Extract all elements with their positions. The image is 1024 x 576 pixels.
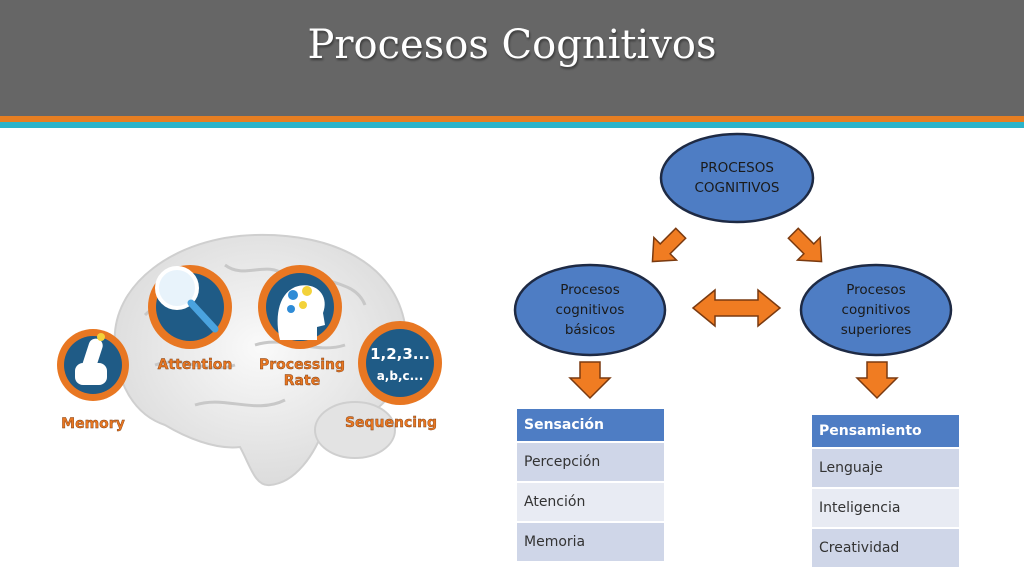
brain-svg: 1,2,3... a,b,c... Memory Attention Proce… <box>57 233 442 487</box>
arrow-top-left <box>651 227 687 263</box>
top-ellipse-label: PROCESOS COGNITIVOS <box>677 158 797 198</box>
table-row: Inteligencia <box>812 489 959 529</box>
title-bar: Procesos Cognitivos <box>0 0 1024 116</box>
numbers-text: 1,2,3... <box>370 345 430 363</box>
left-label-line1: Procesos <box>560 282 620 298</box>
cognitive-process-diagram: PROCESOS COGNITIVOS Procesos cognitivos … <box>490 130 1020 576</box>
left-ellipse-label: Procesos cognitivos básicos <box>530 280 650 340</box>
attention-label: Attention <box>158 357 233 373</box>
processing-label-2: Rate <box>284 373 320 389</box>
letters-text: a,b,c... <box>377 369 424 383</box>
brain-illustration: 1,2,3... a,b,c... Memory Attention Proce… <box>55 225 455 495</box>
top-label-line2: COGNITIVOS <box>694 180 780 196</box>
arrow-down-right <box>855 361 899 400</box>
right-ellipse <box>799 263 953 357</box>
memory-badge <box>57 329 129 401</box>
arrow-top-right <box>787 227 823 263</box>
slide-title: Procesos Cognitivos <box>307 22 717 68</box>
table-row: Creatividad <box>812 529 959 569</box>
memory-label: Memory <box>61 416 125 432</box>
processing-label-1: Processing <box>259 357 345 373</box>
table-row: Lenguaje <box>812 449 959 489</box>
orange-stripe <box>0 116 1024 122</box>
arrow-down-left <box>568 361 612 400</box>
sequencing-label: Sequencing <box>345 415 437 431</box>
cerebellum <box>314 401 396 459</box>
left-label-line3: básicos <box>564 322 616 338</box>
processing-badge <box>258 265 342 349</box>
table-header: Pensamiento <box>812 415 959 449</box>
table-row: Percepción <box>517 443 664 483</box>
left-label-line2: cognitivos <box>555 302 625 318</box>
top-ellipse <box>659 132 815 224</box>
attention-badge <box>148 265 232 349</box>
sequencing-badge <box>358 321 442 405</box>
left-ellipse <box>513 263 667 357</box>
superior-processes-table: Pensamiento Lenguaje Inteligencia Creati… <box>812 415 959 569</box>
right-ellipse-label: Procesos cognitivos superiores <box>816 280 936 340</box>
blue-stripe <box>0 122 1024 128</box>
table-row: Memoria <box>517 523 664 563</box>
right-label-line1: Procesos <box>846 282 906 298</box>
double-arrow <box>691 288 782 328</box>
basic-processes-table: Sensación Percepción Atención Memoria <box>517 409 664 563</box>
table-header: Sensación <box>517 409 664 443</box>
diagram-shapes <box>513 132 953 400</box>
table-row: Atención <box>517 483 664 523</box>
right-label-line3: superiores <box>840 322 912 338</box>
right-label-line2: cognitivos <box>841 302 911 318</box>
top-label-line1: PROCESOS <box>700 160 774 176</box>
